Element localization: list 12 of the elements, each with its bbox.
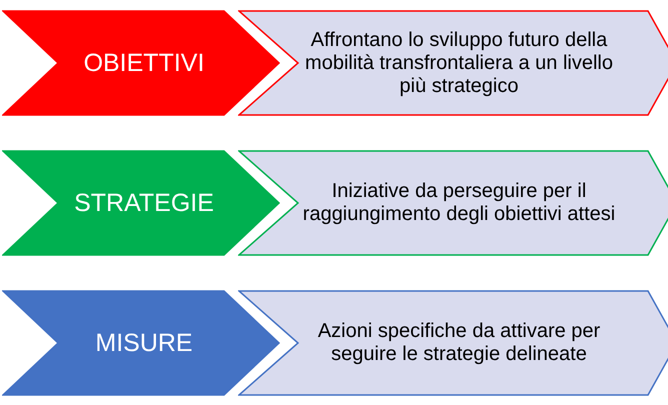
description-text: Iniziative da perseguire per il raggiungimento degli obiettivi attesi: [302, 180, 616, 226]
chevron-shape: [238, 150, 668, 256]
description-text: Azioni specifiche da attivare per seguire le strategie delineate: [316, 320, 602, 366]
chevron-shape: [2, 150, 280, 256]
chevron-title: STRATEGIE: [74, 188, 214, 218]
chevron-title: MISURE: [95, 328, 193, 358]
chevron-shape: [238, 10, 668, 116]
chevron-shape: [2, 10, 280, 116]
chevron-shape: [238, 290, 668, 396]
chevron-title: OBIETTIVI: [84, 48, 204, 78]
chevron-shape: [2, 290, 280, 396]
description-text: Affrontano lo sviluppo futuro della mobilità transfrontaliera a un livello più strategico: [304, 28, 614, 98]
